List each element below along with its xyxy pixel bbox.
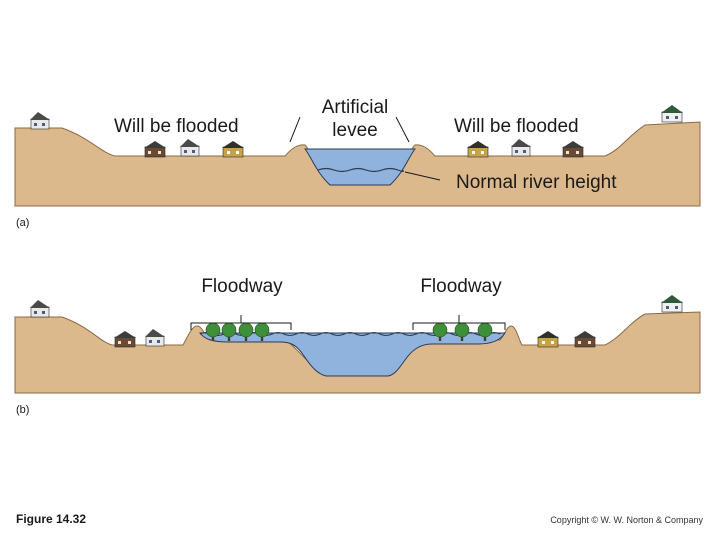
will-be-flooded-left-label: Will be flooded <box>114 116 239 137</box>
levee-pointer-right <box>395 116 410 143</box>
house-icon <box>221 140 245 158</box>
panel-b: Floodway Floodway (b) <box>14 276 701 416</box>
normal-river-level-line <box>317 167 404 173</box>
house-icon <box>179 138 201 157</box>
house-icon <box>466 140 490 158</box>
river-height-pointer <box>404 171 441 181</box>
artificial-levee-label-line1: Artificial <box>322 97 389 118</box>
floodway-right-label: Floodway <box>420 276 502 297</box>
levee-pointer-left <box>289 116 301 143</box>
normal-river-height-label: Normal river height <box>456 172 617 193</box>
floodway-water <box>199 332 506 377</box>
house-icon <box>113 330 137 348</box>
house-icon <box>29 111 51 130</box>
panel-b-label: (b) <box>16 404 29 416</box>
copyright-notice: Copyright © W. W. Norton & Company <box>550 515 703 525</box>
house-icon <box>660 104 684 123</box>
will-be-flooded-right-label: Will be flooded <box>454 116 579 137</box>
panel-a: Will be flooded Will be flooded Artifici… <box>14 97 701 229</box>
house-icon <box>660 294 684 313</box>
figure-number: Figure 14.32 <box>16 512 86 526</box>
floodway-bracket-left <box>190 315 292 330</box>
house-icon <box>144 328 166 347</box>
panel-a-label: (a) <box>16 217 29 229</box>
flood-water-a <box>303 148 417 186</box>
house-icon <box>536 330 560 348</box>
house-icon <box>561 140 585 158</box>
floodway-left-label: Floodway <box>201 276 283 297</box>
artificial-levee-label-line2: levee <box>332 120 377 141</box>
floodway-bracket-right <box>412 315 506 330</box>
house-icon <box>143 140 167 158</box>
house-icon <box>510 138 532 157</box>
house-icon <box>573 330 597 348</box>
house-icon <box>29 299 51 318</box>
